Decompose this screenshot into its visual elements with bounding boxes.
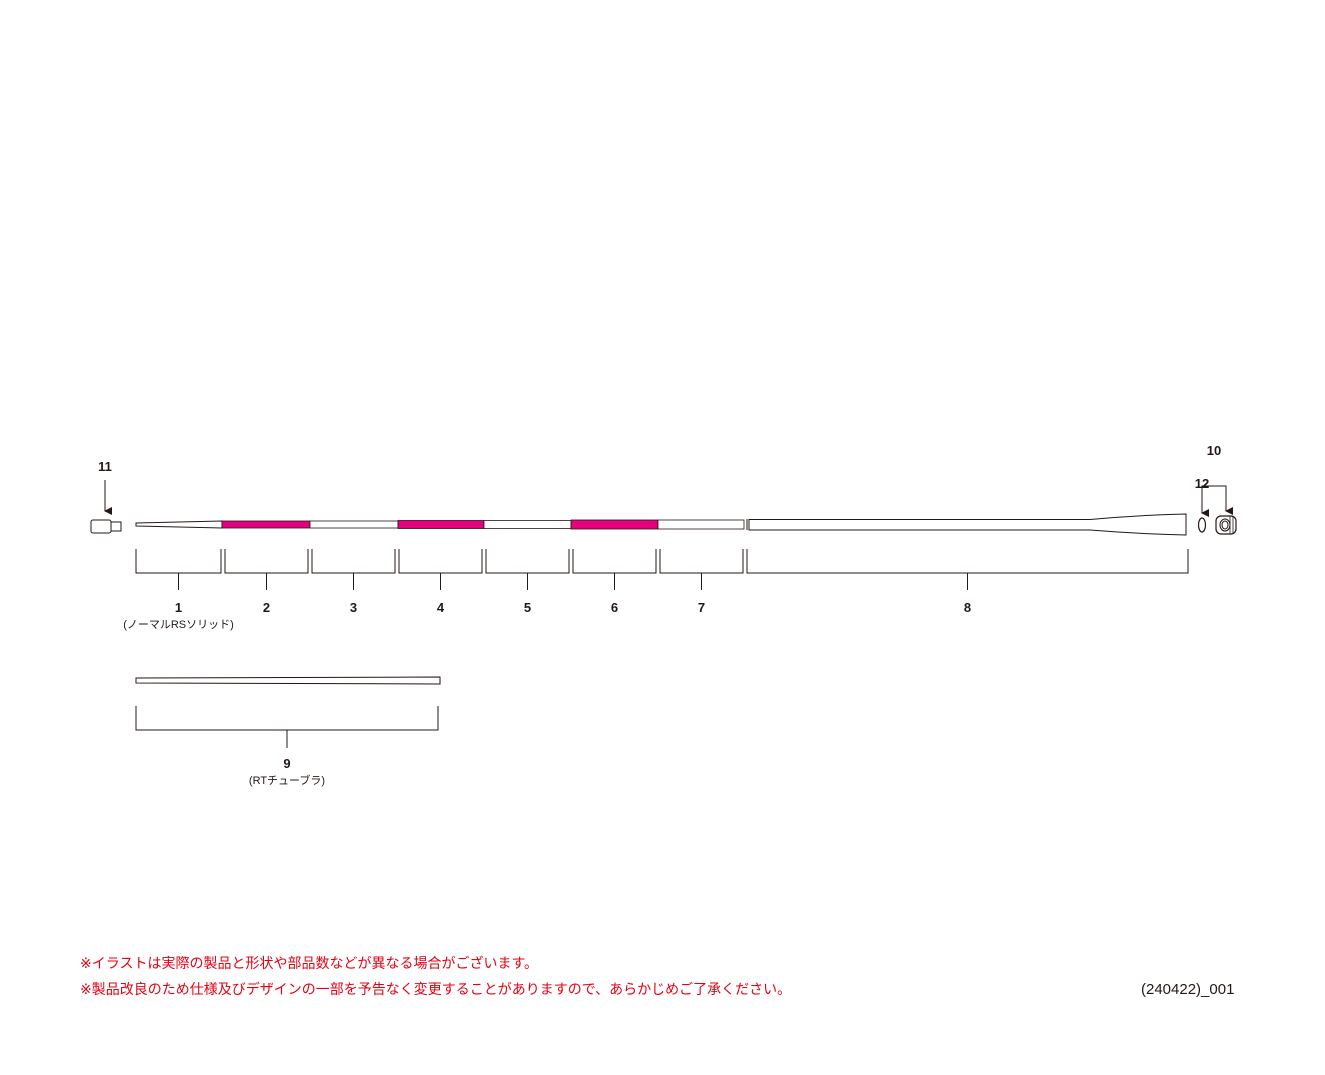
part-label-12: 12 xyxy=(1194,476,1210,491)
part-11-tip-top xyxy=(90,519,122,534)
rod-section-6 xyxy=(570,519,659,530)
part-label-1: 1 xyxy=(174,600,183,615)
bracket-5 xyxy=(485,549,570,590)
bracket-9 xyxy=(135,706,439,748)
part-sub-1: (ノーマルRSソリッド) xyxy=(123,619,234,631)
bracket-1 xyxy=(135,549,222,590)
part-label-8: 8 xyxy=(963,600,972,615)
bracket-8 xyxy=(746,549,1189,590)
part-sub-9: (RTチューブラ) xyxy=(248,775,326,787)
bracket-2 xyxy=(224,549,309,590)
note-illustration: ※イラストは実際の製品と形状や部品数などが異なる場合がございます。 xyxy=(80,956,539,972)
rod-section-5 xyxy=(483,520,572,529)
rod-section-4 xyxy=(397,520,485,529)
part-label-2: 2 xyxy=(262,600,271,615)
part-label-9: 9 xyxy=(283,756,291,771)
part-12-ring xyxy=(1197,517,1207,533)
part-label-3: 3 xyxy=(349,600,358,615)
bracket-4 xyxy=(398,549,483,590)
part-label-4: 4 xyxy=(436,600,445,615)
note-specification: ※製品改良のため仕様及びデザインの一部を予告なく変更することがありますので、あら… xyxy=(80,982,792,998)
part-10-butt-cap xyxy=(1215,515,1237,535)
rod-section-3 xyxy=(309,520,399,529)
part-label-5: 5 xyxy=(523,600,532,615)
rod-section-1 xyxy=(135,520,223,529)
document-code: (240422)_001 xyxy=(1141,981,1235,998)
rod-section-9 xyxy=(135,676,441,685)
bracket-6 xyxy=(572,549,657,590)
bracket-3 xyxy=(311,549,396,590)
part-label-7: 7 xyxy=(697,600,706,615)
part-label-11: 11 xyxy=(98,459,112,474)
part-label-6: 6 xyxy=(610,600,619,615)
rod-section-7 xyxy=(657,519,745,530)
part-10-leader xyxy=(1201,485,1233,515)
rod-section-8 xyxy=(748,513,1187,536)
part-label-10: 10 xyxy=(1206,443,1222,458)
bracket-7 xyxy=(659,549,744,590)
rod-section-2 xyxy=(221,520,311,529)
